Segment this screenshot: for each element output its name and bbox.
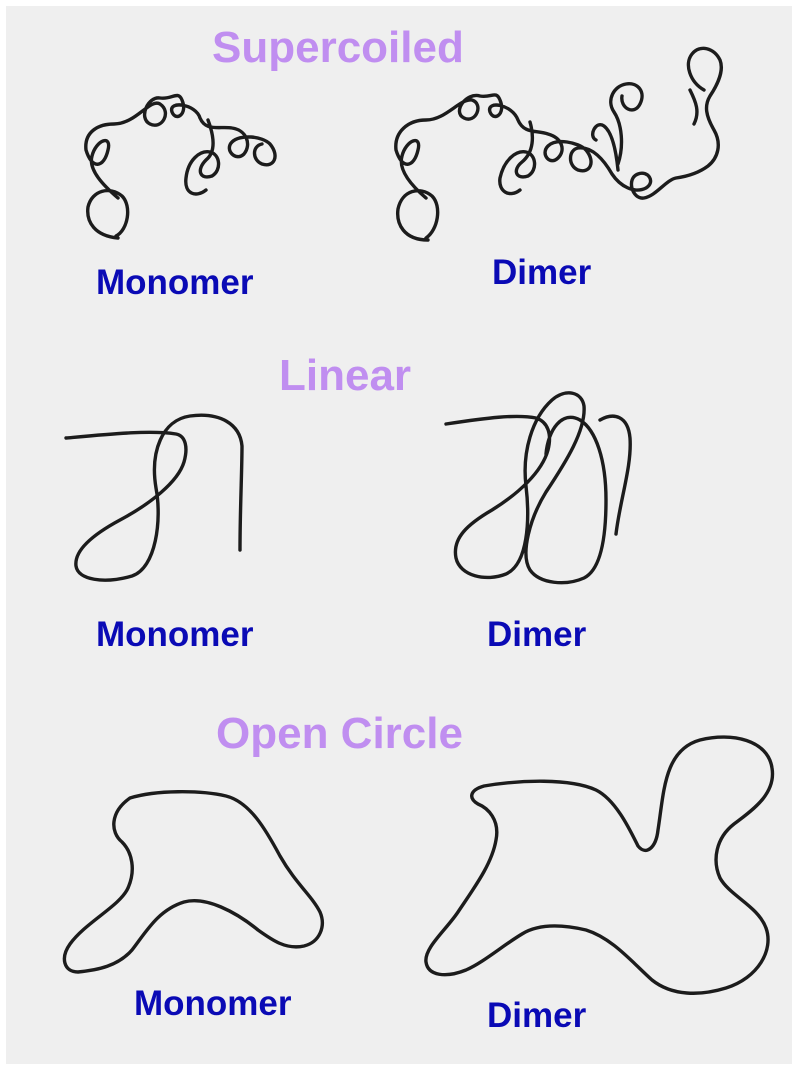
supercoiled-dimer-strand — [396, 48, 721, 240]
linear-monomer-strand — [66, 415, 242, 580]
linear-dimer-strand — [446, 393, 630, 583]
supercoiled-monomer-strand — [86, 95, 275, 238]
open-circle-dimer-strand — [426, 737, 773, 993]
open-circle-monomer-strand — [64, 792, 322, 972]
